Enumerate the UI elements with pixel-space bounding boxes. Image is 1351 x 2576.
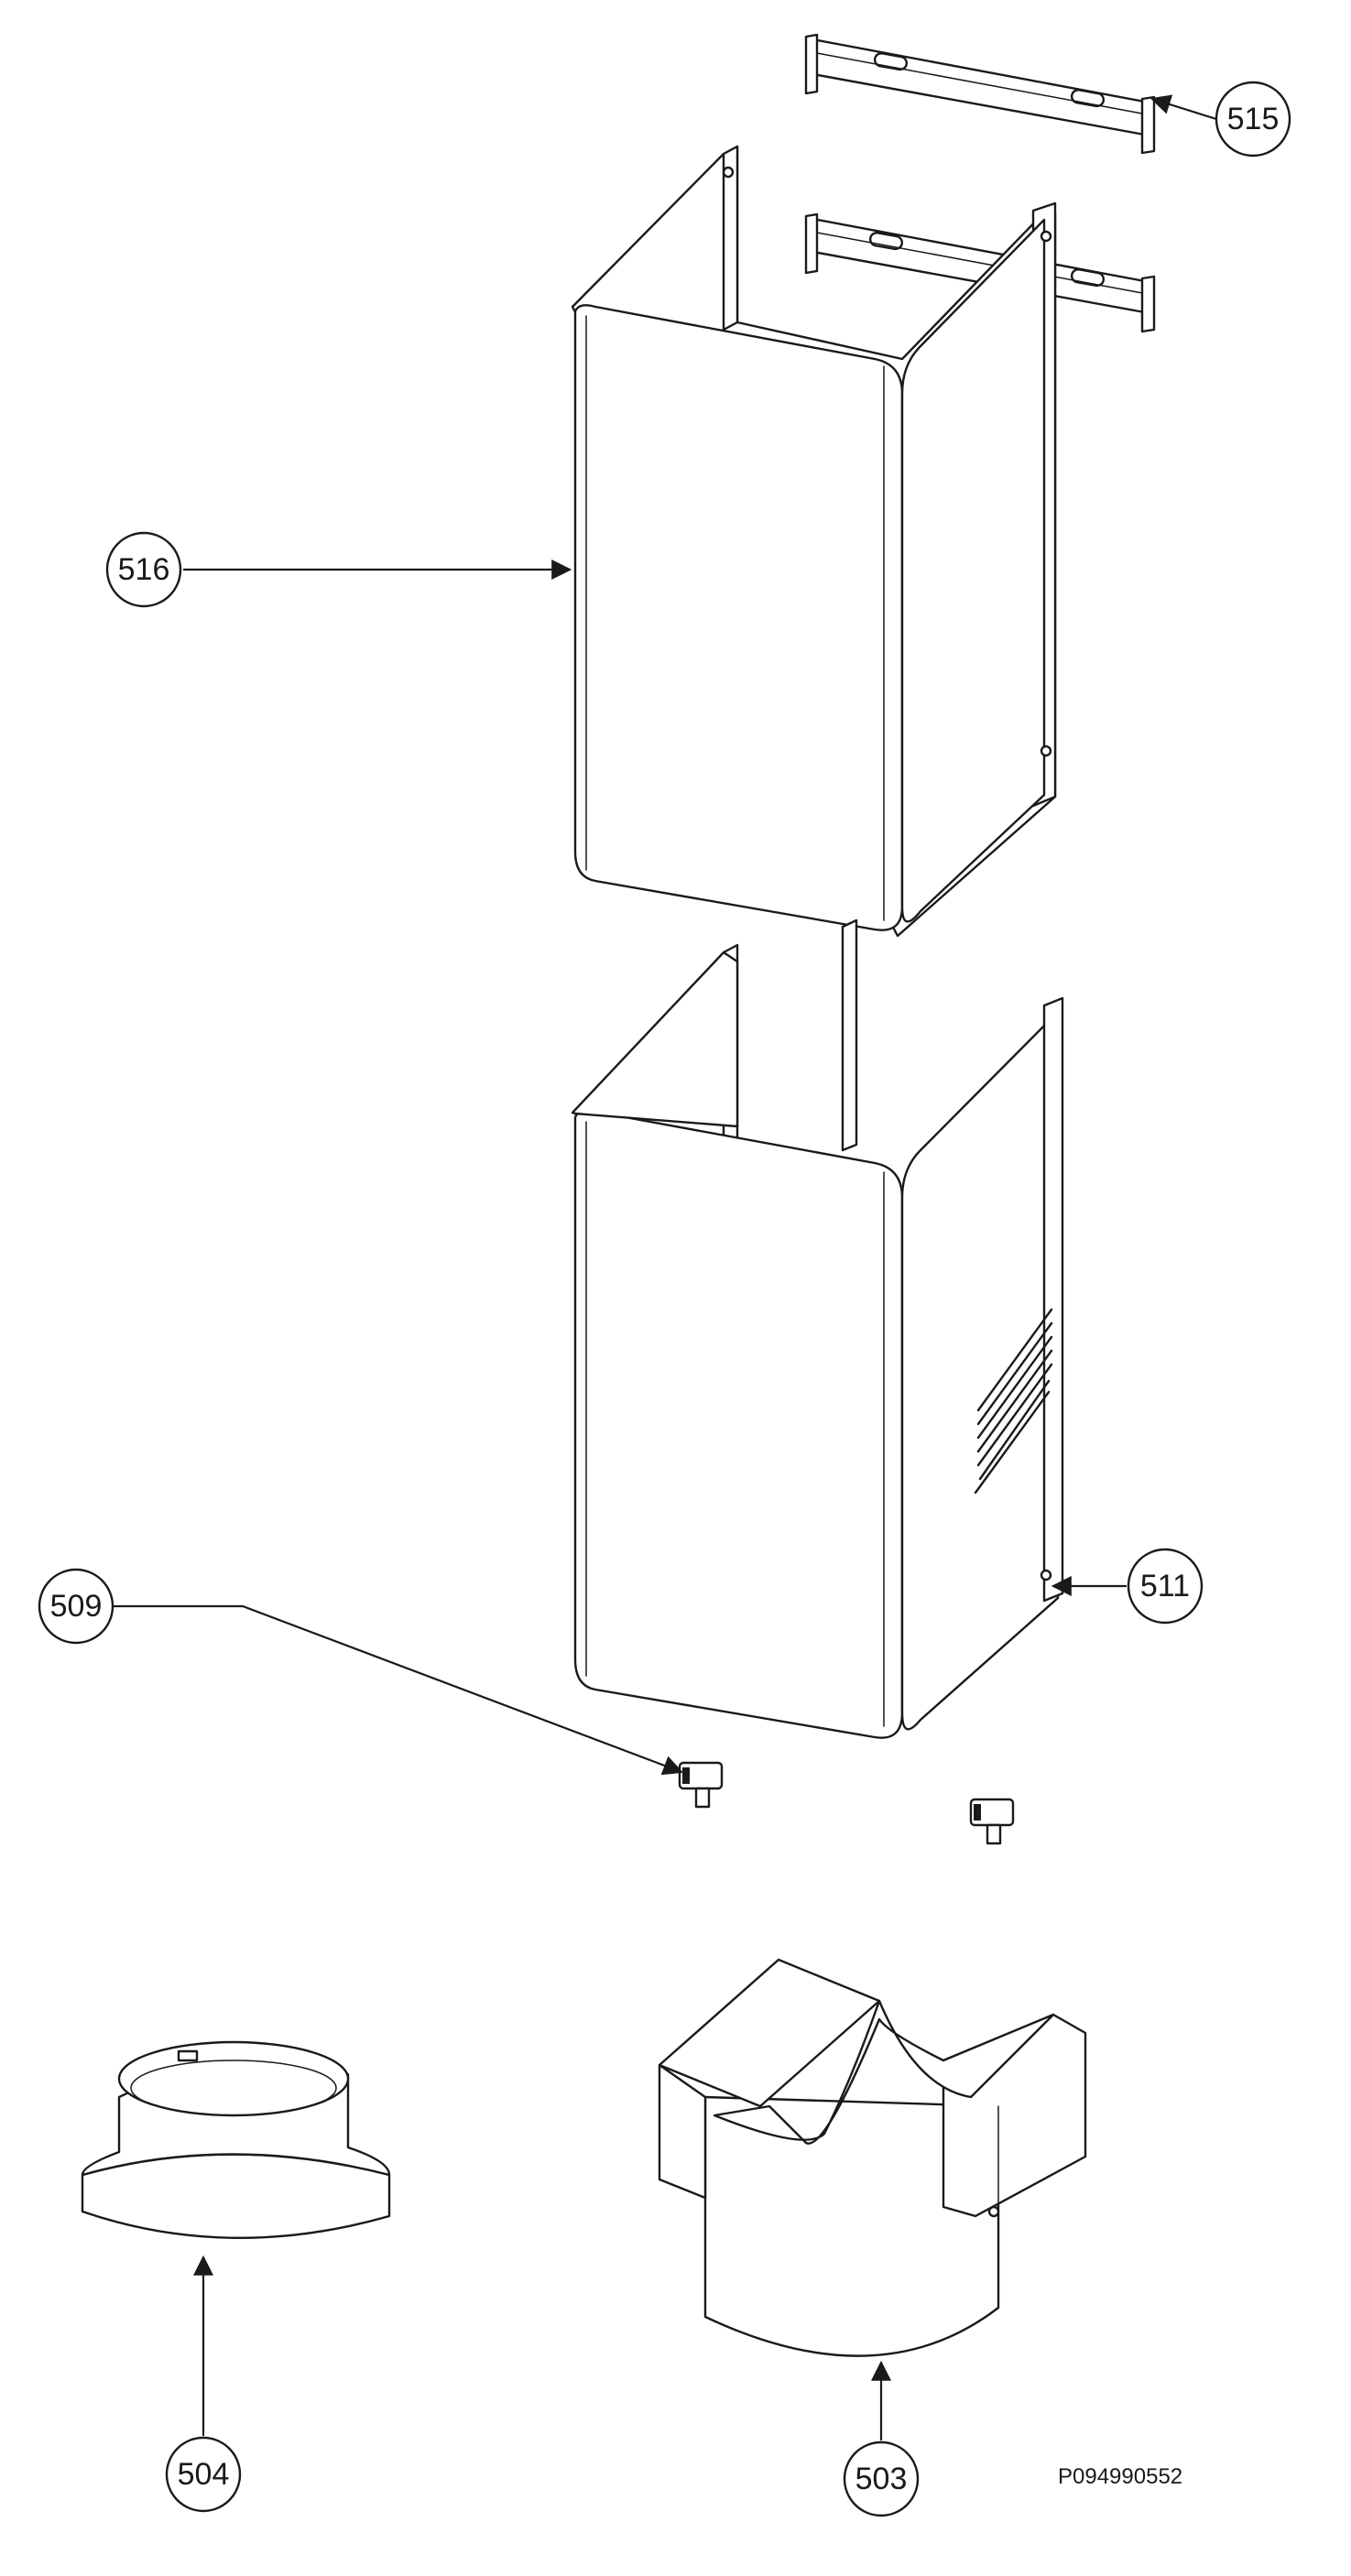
callout-511: 511 [1051,1548,1204,1625]
fixing-clip-left [678,1761,724,1809]
callout-516: 516 [105,531,572,608]
callout-503: 503 [843,2360,920,2517]
wall-bracket-upper [804,33,1156,155]
callout-511-label: 511 [1140,1569,1190,1603]
callout-509-label: 509 [50,1589,103,1624]
callout-516-label: 516 [118,552,170,587]
upper-chimney-cover [571,145,1057,938]
duct-transition-piece [658,1958,1087,2357]
round-duct-adapter [81,2040,391,2240]
callout-504-label: 504 [178,2457,230,2492]
callout-515-label: 515 [1227,102,1280,136]
fixing-clip-right [969,1798,1015,1845]
callout-503-label: 503 [855,2462,908,2496]
callout-515: 515 [1149,81,1291,158]
drawing-code: P094990552 [1058,2464,1182,2489]
lower-chimney-cover [571,918,1064,1739]
vent-slots [974,1308,1053,1495]
wall-bracket-lower [804,212,1156,333]
callout-509: 509 [38,1568,684,1776]
callout-504: 504 [165,2255,242,2513]
